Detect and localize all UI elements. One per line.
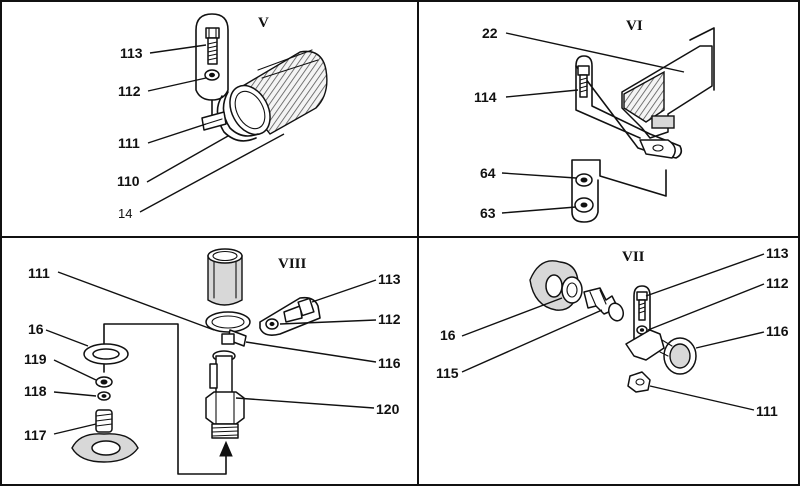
panel-vii-title: VII	[622, 249, 645, 265]
panel-viii-washer-16	[83, 343, 129, 365]
label-111-viii: 111	[28, 265, 50, 281]
panel-vii-plate	[529, 260, 583, 311]
label-111: 111	[118, 135, 140, 151]
panel-vii-nut	[627, 371, 651, 393]
label-64: 64	[480, 165, 496, 181]
panel-viii-bolt-callout	[259, 296, 321, 336]
panel-viii-fitting	[205, 350, 245, 439]
label-120: 120	[376, 401, 400, 417]
label-16-viii: 16	[28, 321, 44, 337]
panel-viii: VIII	[24, 248, 401, 475]
label-116-viii: 116	[378, 355, 401, 371]
panel-vii-banjo-bolt	[583, 287, 625, 322]
panel-vi: VI 22	[474, 18, 715, 223]
label-112-viii: 112	[378, 311, 401, 327]
panel-vi-title: VI	[626, 18, 643, 34]
label-118: 118	[24, 383, 47, 399]
panel-viii-assembly-line	[103, 323, 233, 475]
panel-viii-hose	[207, 248, 243, 306]
panel-viii-washer-118	[97, 391, 111, 401]
label-63: 63	[480, 205, 496, 221]
label-117: 117	[24, 427, 47, 443]
label-116-vii: 116	[766, 323, 789, 339]
panel-viii-clamp	[205, 311, 251, 347]
label-110: 110	[117, 173, 140, 189]
panel-vi-nut-washer	[574, 173, 594, 213]
panel-vii-clamp	[625, 329, 697, 375]
label-111-vii: 111	[756, 403, 778, 419]
panel-viii-title: VIII	[278, 256, 307, 272]
panel-v-bolt-callout	[195, 13, 229, 101]
label-113: 113	[120, 45, 143, 61]
panel-v: V	[117, 13, 328, 221]
label-112-vii: 112	[766, 275, 789, 291]
label-14: 14	[118, 206, 132, 221]
label-22: 22	[482, 25, 498, 41]
label-112: 112	[118, 83, 141, 99]
panel-vi-frame-member	[621, 27, 715, 139]
panel-v-clamp	[201, 91, 259, 142]
label-115: 115	[436, 365, 459, 381]
panel-vii: VII	[436, 245, 789, 419]
panel-v-hose	[229, 49, 328, 136]
panel-v-title: V	[258, 15, 269, 31]
label-113-vii: 113	[766, 245, 789, 261]
panel-vi-bolt	[577, 65, 590, 98]
label-114: 114	[474, 89, 497, 105]
panel-vi-bracket	[571, 55, 683, 223]
panel-viii-insert-117	[71, 409, 139, 463]
panel-viii-nut-119	[95, 376, 113, 388]
panel-vii-bolt	[633, 285, 651, 341]
label-119: 119	[24, 351, 47, 367]
label-113-viii: 113	[378, 271, 401, 287]
label-16-vii: 16	[440, 327, 456, 343]
